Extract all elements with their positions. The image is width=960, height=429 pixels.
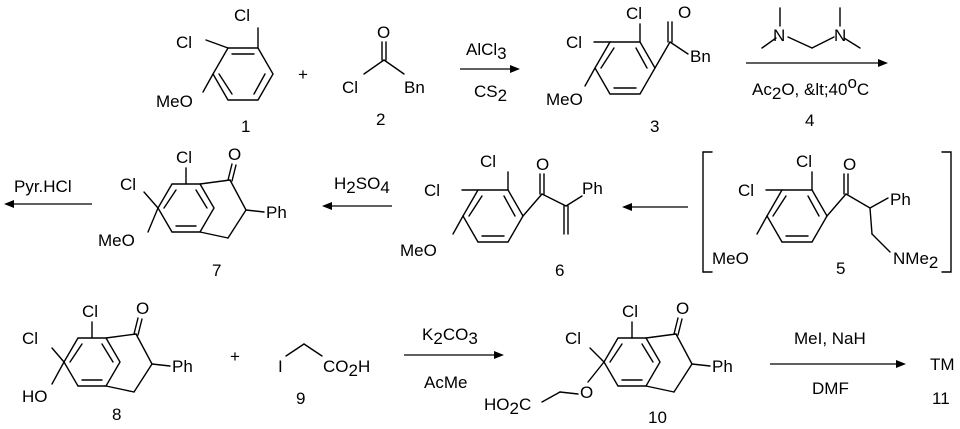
reagent-pyr-hcl: Pyr.HCl <box>14 177 72 196</box>
c4-n-left: N <box>773 26 785 45</box>
compound-number-5: 5 <box>836 259 845 278</box>
c6-oxygen: O <box>536 155 549 174</box>
c10-ether-oxygen: O <box>580 383 593 402</box>
benzene-ring <box>603 337 661 387</box>
compound-2: O Cl Bn 2 <box>342 23 425 129</box>
c7-phenyl: Ph <box>266 203 287 222</box>
solvent-acme: AcMe <box>424 373 467 392</box>
c10-oxygen: O <box>676 299 689 318</box>
reaction-arrow-4: H2SO4 <box>322 174 392 210</box>
compound-9: I CO2H 9 <box>278 343 370 408</box>
c6-methoxy: MeO <box>400 241 437 260</box>
plus-sign-2: + <box>230 347 240 366</box>
benzene-ring <box>212 47 274 101</box>
c10-phenyl: Ph <box>712 357 733 376</box>
compound-number-1: 1 <box>241 117 250 136</box>
c3-benzyl: Bn <box>690 47 711 66</box>
c8-cl-left: Cl <box>22 329 38 348</box>
reaction-arrow-1: AlCl3 CS2 <box>460 40 520 105</box>
compound-number-3: 3 <box>650 117 659 136</box>
c2-chlorine: Cl <box>342 78 358 97</box>
compound-number-10: 10 <box>648 408 667 427</box>
svg-text:CS2: CS2 <box>474 82 507 105</box>
compound-1: Cl Cl MeO 1 <box>156 6 274 136</box>
c6-cl-left: Cl <box>424 181 440 200</box>
compound-6: Cl Cl MeO O Ph 6 <box>400 152 603 280</box>
c7-cl-left: Cl <box>120 175 136 194</box>
compound-number-8: 8 <box>112 405 121 424</box>
compound-11: TM 11 <box>930 355 955 408</box>
c10-cl-top: Cl <box>622 302 638 321</box>
c9-iodine: I <box>278 357 283 376</box>
benzene-ring <box>766 189 828 243</box>
c6-phenyl: Ph <box>582 179 603 198</box>
c8-hydroxy: HO <box>22 387 48 406</box>
compound-number-11: 11 <box>932 389 950 408</box>
benzene-ring <box>462 189 524 243</box>
compound-7: Cl Cl MeO O Ph 7 <box>98 145 287 280</box>
c7-cl-top: Cl <box>176 148 192 167</box>
c8-phenyl: Ph <box>172 357 193 376</box>
c7-methoxy: MeO <box>98 231 135 250</box>
c10-cl-left: Cl <box>565 329 581 348</box>
c10-carboxylic-acid: HO2C <box>484 395 531 418</box>
compound-8: Cl Cl HO O Ph 8 <box>22 299 193 424</box>
reagent-mei-nah: MeI, NaH <box>794 329 866 348</box>
reaction-arrow-2: N N 4 Ac2O, &lt;40oC <box>746 7 888 130</box>
solvent-dmf: DMF <box>812 379 849 398</box>
reagent-alcl3: AlCl <box>466 40 497 59</box>
compound-5-bracket <box>702 151 952 273</box>
c3-cl-left: Cl <box>566 33 582 52</box>
c5-phenyl: Ph <box>890 190 911 209</box>
benzene-ring <box>157 183 215 233</box>
c5-cl-top: Cl <box>796 152 812 171</box>
compound-10: Cl Cl O Ph O HO2C 10 <box>484 299 733 427</box>
c1-cl-top: Cl <box>234 6 250 25</box>
reagent-k2co3: K <box>422 325 434 344</box>
c8-cl-top: Cl <box>82 302 98 321</box>
c7-oxygen: O <box>228 145 241 164</box>
compound-number-7: 7 <box>212 261 221 280</box>
compound-3: Cl Cl MeO O Bn 3 <box>546 3 711 136</box>
c5-dimethylamino: NMe2 <box>893 249 938 272</box>
c2-benzyl: Bn <box>404 78 425 97</box>
benzene-ring <box>63 337 121 387</box>
reaction-arrow-7: MeI, NaH DMF <box>770 329 906 398</box>
compound-number-6: 6 <box>555 261 564 280</box>
svg-text:AlCl3: AlCl3 <box>466 40 507 63</box>
compound-number-2: 2 <box>376 110 385 129</box>
compound-4: N N 4 <box>761 7 861 130</box>
svg-text:Ac2O, &lt;40oC: Ac2O, &lt;40oC <box>752 73 869 103</box>
c3-methoxy: MeO <box>546 90 583 109</box>
reaction-arrow-5: Pyr.HCl <box>4 177 92 208</box>
reagent-h2so4: H <box>334 174 346 193</box>
c5-cl-left: Cl <box>738 181 754 200</box>
c2-oxygen: O <box>377 23 390 42</box>
svg-text:K2CO3: K2CO3 <box>422 325 478 348</box>
compound-5: Cl Cl MeO O Ph NMe2 5 <box>712 152 938 278</box>
c9-carboxylic-acid: CO2H <box>323 357 370 380</box>
plus-sign: + <box>298 65 308 84</box>
reaction-arrow-6: K2CO3 AcMe <box>404 325 504 392</box>
benzene-ring <box>594 41 656 95</box>
c3-cl-top: Cl <box>626 4 642 23</box>
c3-oxygen: O <box>678 3 691 22</box>
c6-cl-top: Cl <box>480 152 496 171</box>
c8-oxygen: O <box>136 299 149 318</box>
svg-text:H2SO4: H2SO4 <box>334 174 390 197</box>
c1-cl-left: Cl <box>176 33 192 52</box>
reaction-arrow-3 <box>622 203 688 211</box>
c5-methoxy: MeO <box>712 249 749 268</box>
c4-n-right: N <box>834 26 846 45</box>
compound-number-9: 9 <box>296 389 305 408</box>
target-molecule-label: TM <box>930 355 955 374</box>
c5-oxygen: O <box>843 155 856 174</box>
compound-number-4: 4 <box>805 111 814 130</box>
c1-methoxy: MeO <box>156 92 193 111</box>
reagent-ac2o: Ac <box>752 80 772 99</box>
solvent-cs2: CS <box>474 82 498 101</box>
